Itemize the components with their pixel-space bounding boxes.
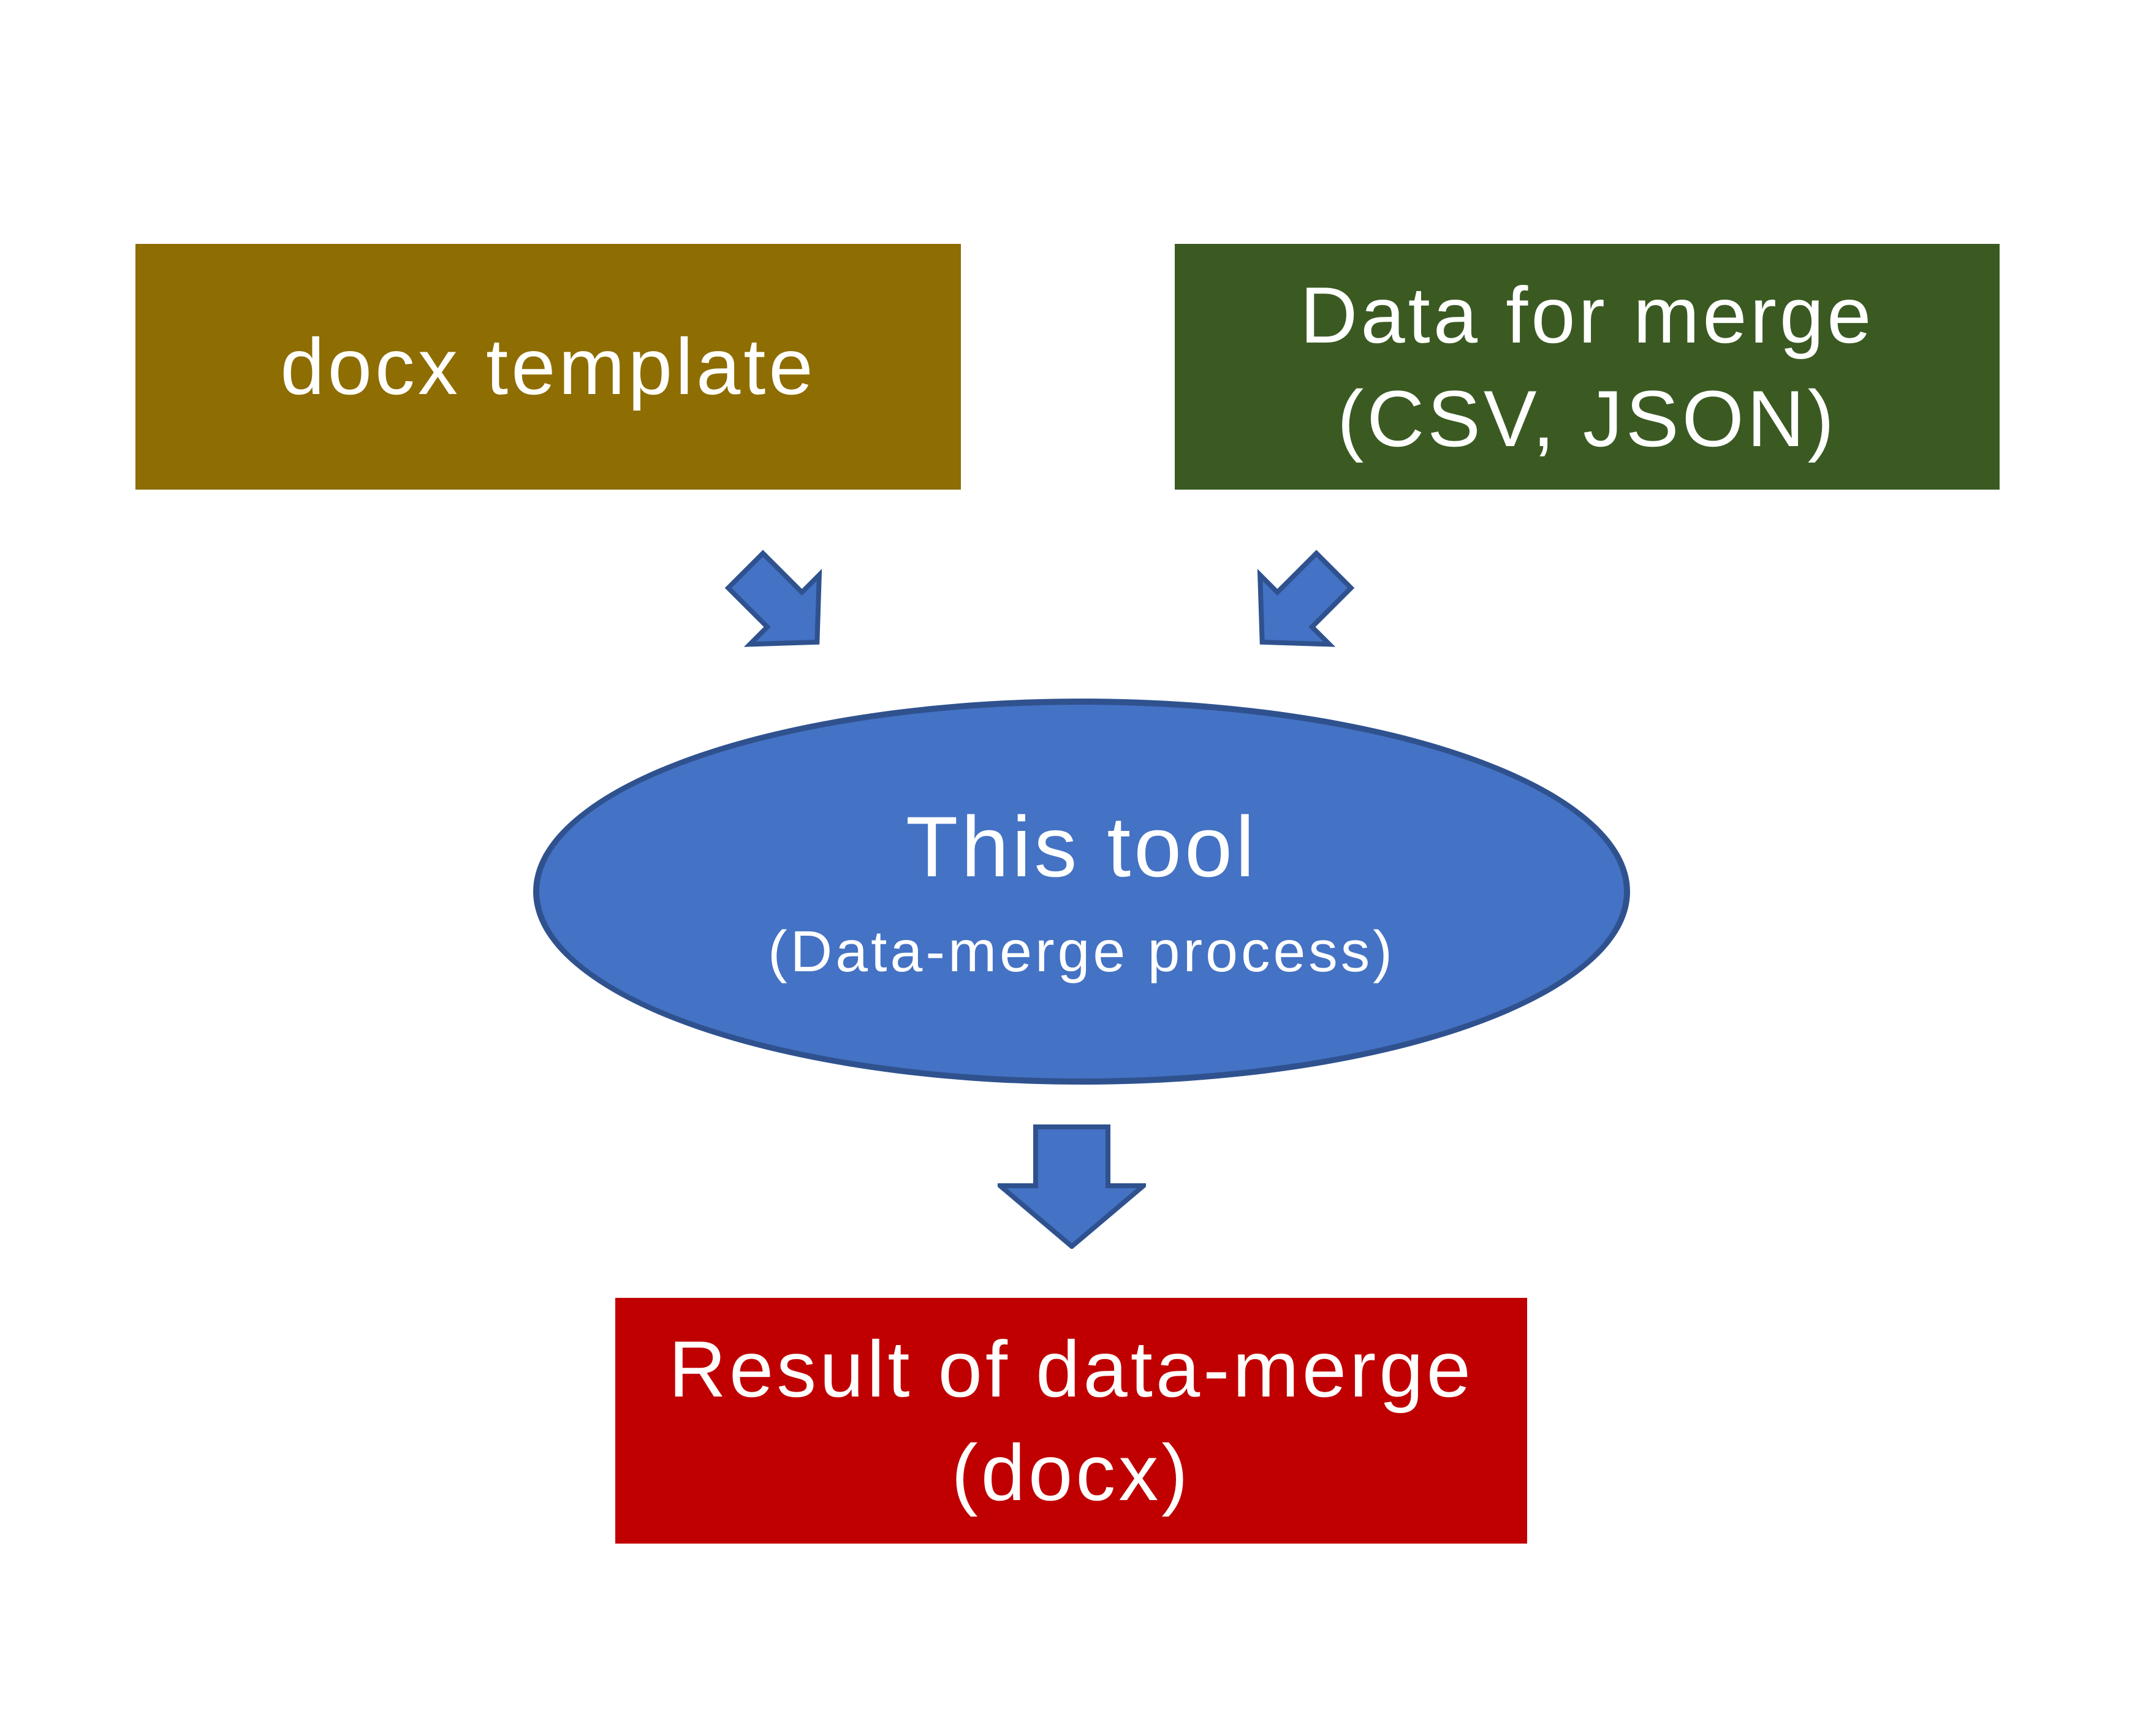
arrow-down-left-icon bbox=[1257, 550, 1355, 647]
node-docx-template-label: docx template bbox=[280, 322, 816, 411]
arrow-down-icon bbox=[998, 1124, 1146, 1249]
node-this-tool-label-line1: This tool bbox=[905, 798, 1258, 895]
node-result-label-line1: Result of data-merge bbox=[669, 1324, 1474, 1414]
node-this-tool: This tool (Data-merge process) bbox=[533, 699, 1630, 1085]
node-data-for-merge: Data for merge (CSV, JSON) bbox=[1175, 244, 2000, 490]
node-this-tool-label-line2: (Data-merge process) bbox=[768, 919, 1395, 984]
arrow-down-shape bbox=[998, 1124, 1146, 1249]
arrow-down-right-shape bbox=[724, 550, 822, 647]
arrow-down-left-shape bbox=[1257, 550, 1355, 647]
node-data-for-merge-label-line2: (CSV, JSON) bbox=[1337, 373, 1837, 463]
arrow-down-right-icon bbox=[724, 550, 822, 647]
node-result: Result of data-merge (docx) bbox=[615, 1298, 1527, 1544]
node-result-label-line2: (docx) bbox=[951, 1427, 1191, 1517]
node-data-for-merge-label-line1: Data for merge bbox=[1300, 270, 1875, 360]
node-docx-template: docx template bbox=[135, 244, 961, 490]
